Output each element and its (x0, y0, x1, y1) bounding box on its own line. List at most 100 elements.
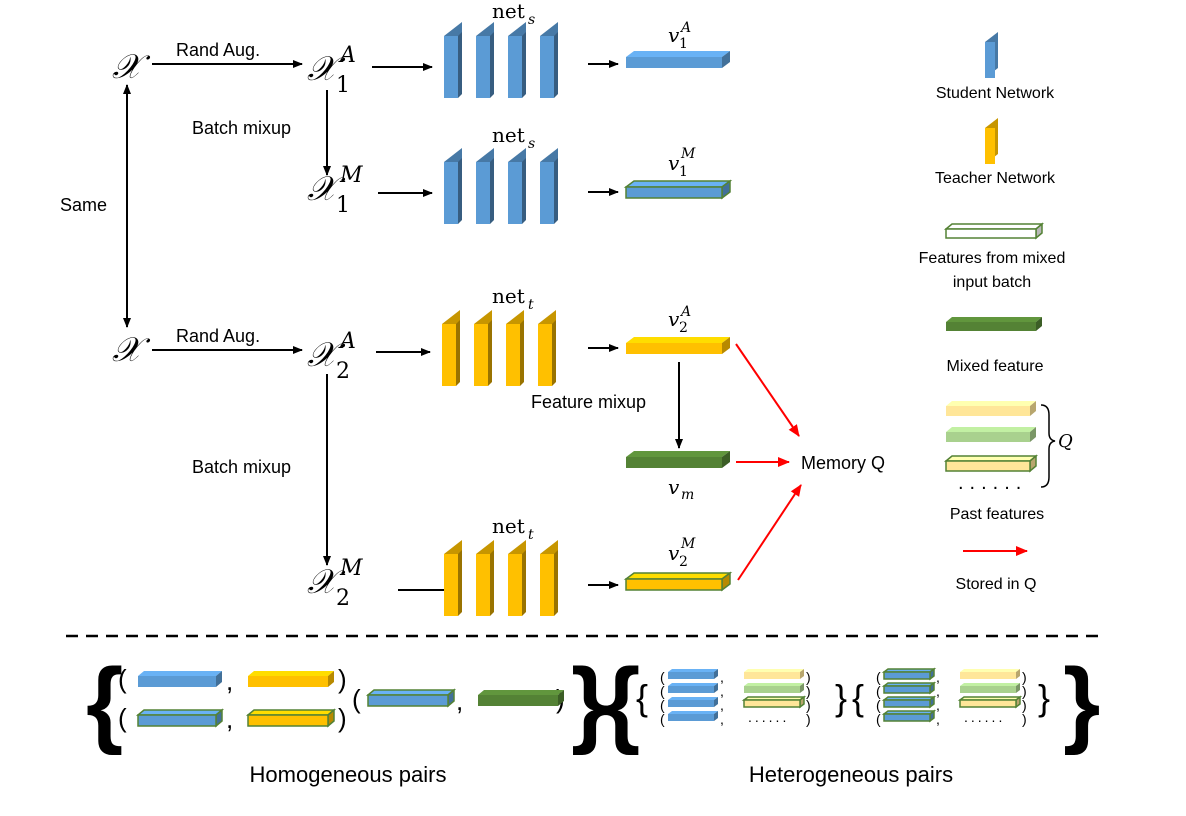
svg-text:A: A (679, 304, 691, 320)
svg-text:v: v (668, 23, 680, 47)
past-bar (946, 427, 1036, 442)
group-bar (881, 709, 937, 723)
svg-text:v: v (668, 151, 680, 175)
bracket-glyph: , (226, 666, 233, 696)
feature-bar (626, 451, 730, 468)
rand-aug-label-bottom: Rand Aug. (176, 326, 260, 346)
layer-block (540, 22, 558, 98)
bracket-glyph: , (936, 683, 940, 699)
pair-bar (138, 671, 222, 687)
bracket-glyph: ) (1022, 697, 1027, 713)
heterogeneous-pairs-label: Heterogeneous pairs (749, 762, 953, 787)
bracket-glyph: ( (660, 669, 665, 685)
bracket-glyph: ) (338, 703, 347, 733)
feature-bar (626, 51, 730, 68)
bracket-glyph: ( (660, 711, 665, 727)
legend-q-label: Q (1058, 431, 1073, 452)
svg-text:A: A (338, 43, 356, 68)
bracket-glyph: ( (876, 683, 881, 699)
legend-mixed-input-icon (943, 222, 1045, 240)
legend-teacher-icon (985, 118, 998, 164)
bracket-glyph: , (226, 704, 233, 734)
same-label: Same (60, 195, 107, 215)
legend-student-label: Student Network (936, 85, 1055, 102)
feature-v2m-label: v M 2 (668, 536, 696, 570)
group-bar (957, 695, 1023, 709)
store-arrow-v2m (737, 484, 802, 581)
homogeneous-pairs-label: Homogeneous pairs (250, 762, 447, 787)
net-t2-label: net t (492, 514, 534, 543)
svg-text:2: 2 (679, 554, 688, 570)
feature-vm-label: v m (668, 475, 694, 503)
input-x2m: 𝒳 M 2 (307, 556, 363, 611)
bracket-glyph: ) (338, 664, 347, 694)
group-bar (668, 697, 718, 707)
bracket-glyph: ) (1022, 669, 1027, 685)
past-bar (946, 401, 1036, 416)
layer-block (508, 540, 526, 616)
layer-block (444, 148, 462, 224)
bracket-glyph: , (720, 711, 724, 727)
svg-text:A: A (338, 329, 356, 354)
bracket-glyph: , (720, 669, 724, 685)
input-x1m: 𝒳 M 1 (307, 163, 363, 218)
group-bar (960, 669, 1020, 679)
svg-text:1: 1 (679, 164, 688, 180)
svg-text:v: v (668, 307, 680, 331)
svg-text:M: M (680, 146, 696, 162)
svg-text:net: net (492, 514, 525, 538)
svg-text:net: net (492, 123, 525, 147)
layer-block (506, 310, 524, 386)
teacher-net-2 (444, 540, 558, 616)
group-bar (668, 669, 718, 679)
bracket-glyph: } (1038, 677, 1050, 718)
bracket-glyph: } (571, 649, 608, 756)
bracket-glyph: , (720, 697, 724, 713)
bracket-glyph: ) (806, 697, 811, 713)
bracket-glyph: ) (806, 669, 811, 685)
group-bar (744, 669, 804, 679)
feature-v1m (623, 179, 733, 200)
feature-mixup-label: Feature mixup (531, 392, 646, 412)
legend-student-icon (985, 32, 998, 78)
bracket-glyph: { (852, 677, 864, 718)
svg-text:s: s (528, 12, 535, 28)
layer-block (476, 22, 494, 98)
bracket-glyph: , (936, 711, 940, 727)
bracket-glyph: ( (660, 697, 665, 713)
bracket-glyph: , (936, 697, 940, 713)
layer-block (538, 310, 556, 386)
feature-bar (623, 179, 733, 200)
pair-bar (135, 708, 225, 728)
svg-text:M: M (339, 556, 363, 581)
input-x-bottom: 𝒳 (112, 330, 151, 370)
pair-bar (365, 688, 457, 708)
legend-q-brace (1040, 404, 1056, 488)
feature-v2a (626, 337, 730, 354)
svg-text:net: net (492, 0, 525, 23)
bracket-glyph: ) (806, 683, 811, 699)
batch-mixup-label-top: Batch mixup (192, 118, 291, 138)
pairs-illustration: {}{}(())(,,,){(,(,(,(,)))){(,(,(,(,))))}… (86, 649, 1100, 756)
bracket-glyph: , (456, 686, 463, 716)
bracket-glyph: { (86, 649, 123, 756)
feature-vm (626, 451, 730, 468)
legend-bar (943, 222, 1045, 240)
svg-text:t: t (528, 297, 534, 313)
svg-text:M: M (339, 163, 363, 188)
pair-bar (248, 671, 334, 687)
net-s1-label: net s (492, 0, 535, 28)
legend-teacher-label: Teacher Network (935, 170, 1056, 187)
svg-text:v: v (668, 541, 680, 565)
memory-q-label: Memory Q (801, 453, 885, 473)
pair-bar (245, 708, 337, 728)
net-s2-label: net s (492, 123, 535, 152)
bracket-glyph: { (603, 649, 640, 756)
group-bar (881, 681, 937, 695)
group-bar (668, 711, 718, 721)
input-x-top: 𝒳 (112, 47, 151, 87)
legend-mixed-feature-label: Mixed feature (947, 358, 1044, 375)
bracket-glyph: ( (118, 664, 127, 694)
legend-past-features-icon (943, 401, 1039, 473)
